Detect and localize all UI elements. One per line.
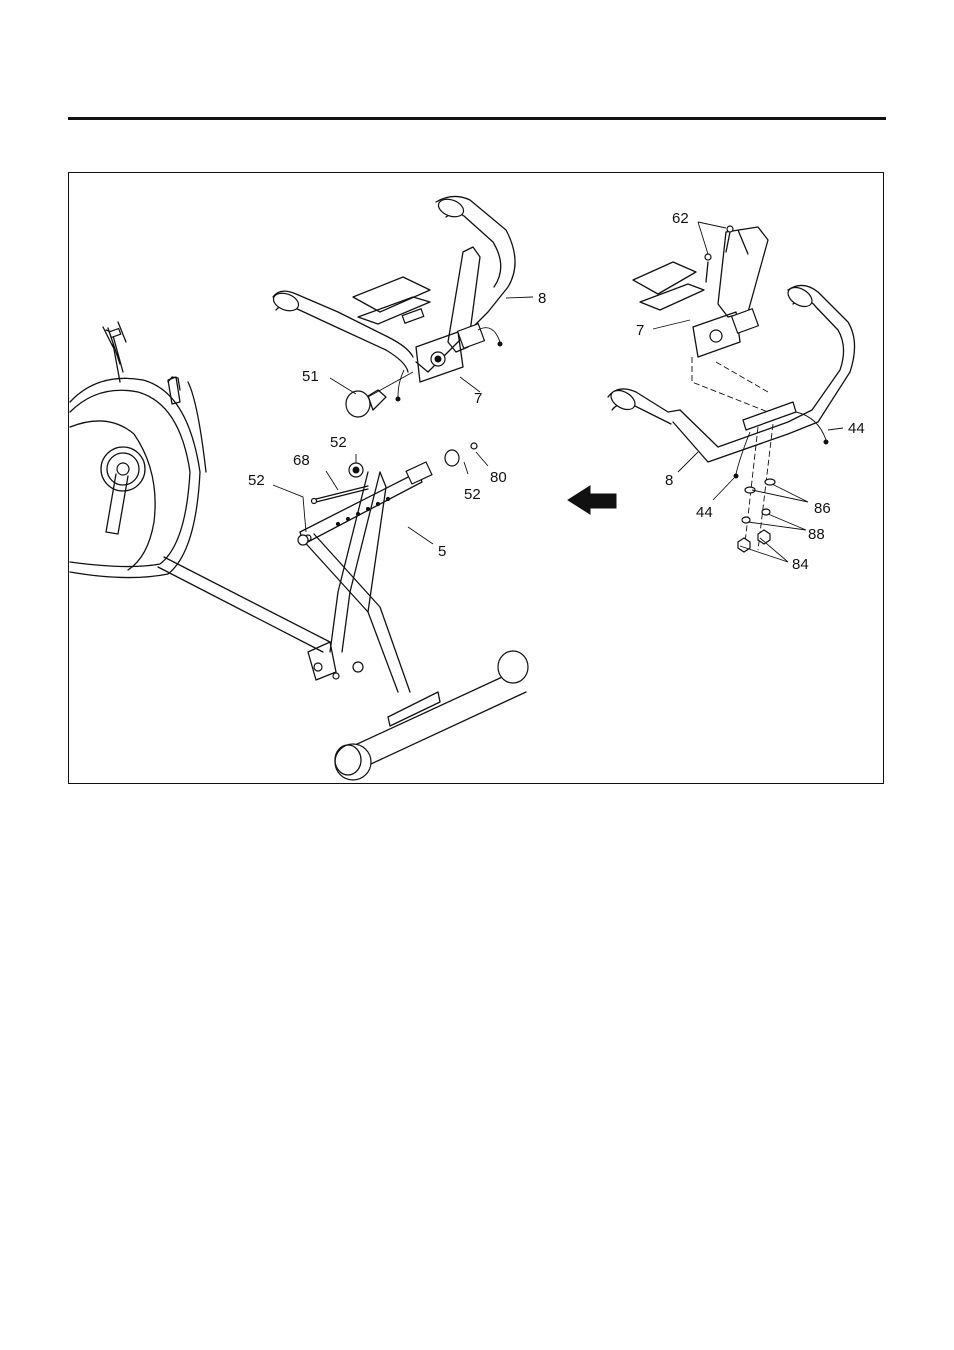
label-7-main: 7	[474, 390, 482, 407]
bike-frame-illustration	[70, 322, 528, 780]
label-5: 5	[438, 543, 446, 560]
label-80: 80	[490, 469, 507, 486]
label-62: 62	[672, 210, 689, 227]
label-8-main: 8	[538, 290, 546, 307]
label-68: 68	[293, 452, 310, 469]
label-8-detail: 8	[665, 472, 673, 489]
label-51: 51	[302, 368, 319, 385]
left-arrow-icon	[568, 486, 616, 514]
label-44-right: 44	[848, 420, 865, 437]
label-52-top: 52	[330, 434, 347, 451]
label-88: 88	[808, 526, 825, 543]
label-86: 86	[814, 500, 831, 517]
label-44-left: 44	[696, 504, 713, 521]
header-rule	[68, 117, 886, 120]
label-84: 84	[792, 556, 809, 573]
label-52-left: 52	[248, 472, 265, 489]
assembly-diagram: 8 51 7 52 68 52 80 52 5 62 7 44 8 44 86 …	[68, 172, 884, 784]
label-52-right: 52	[464, 486, 481, 503]
label-7-detail: 7	[636, 322, 644, 339]
